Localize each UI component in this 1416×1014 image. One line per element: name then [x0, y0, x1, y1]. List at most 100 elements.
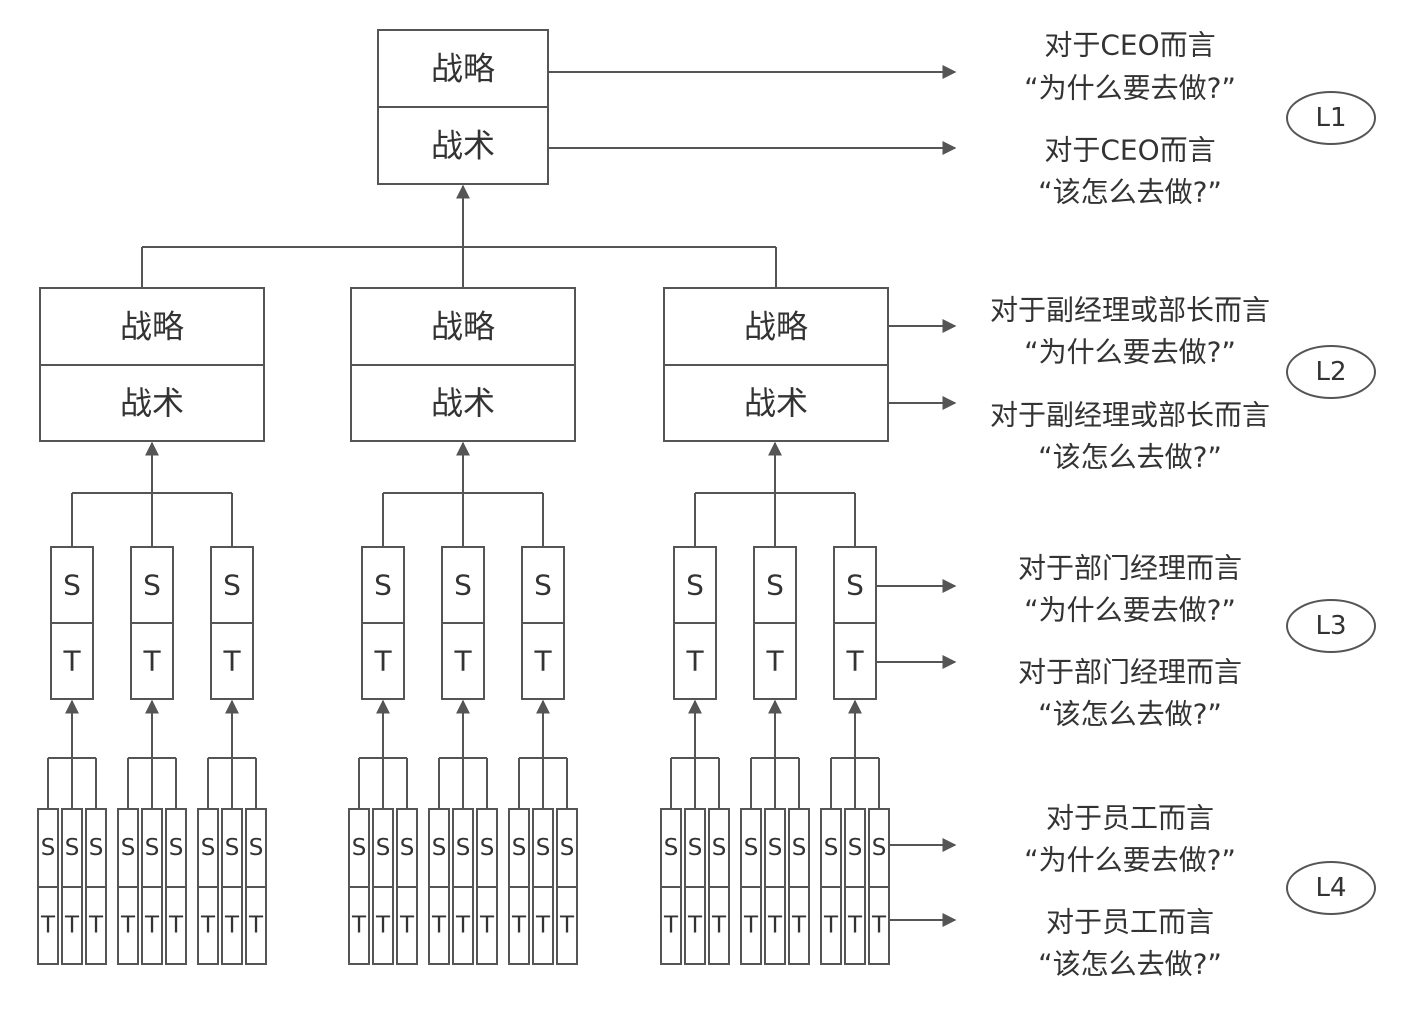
- l2-why-question: “为什么要去做?”: [1024, 336, 1236, 369]
- l4-box-9-1-strategy-label: S: [824, 835, 839, 861]
- l3-box-3-3: ST: [833, 546, 877, 700]
- l4-box-2-3: ST: [165, 808, 187, 965]
- l4-box-1-2-strategy-label: S: [65, 835, 80, 861]
- l4-box-9-1: ST: [820, 808, 842, 965]
- l4-box-6-1-tactics-label: T: [511, 913, 527, 939]
- l3-box-2-2-tactics-label: T: [453, 645, 472, 678]
- l4-box-4-2: ST: [372, 808, 394, 965]
- l4-box-2-2: ST: [141, 808, 163, 965]
- l4-box-9-3-tactics-label: T: [871, 913, 887, 939]
- l4-box-5-1-tactics-label: T: [431, 913, 447, 939]
- l3-why-question: “为什么要去做?”: [1024, 594, 1236, 627]
- l2-level-ellipse: [1286, 345, 1376, 399]
- l3-how-role: 对于部门经理而言: [1018, 656, 1242, 689]
- l4-box-6-2-tactics-label: T: [535, 913, 551, 939]
- l4-box-8-3-tactics-label: T: [791, 913, 807, 939]
- l4-box-5-1-strategy-label: S: [432, 835, 447, 861]
- l2-how-role: 对于副经理或部长而言: [990, 399, 1270, 432]
- l4-box-9-2: ST: [844, 808, 866, 965]
- l4-box-5-3: ST: [476, 808, 498, 965]
- l4-box-8-2: ST: [764, 808, 786, 965]
- l2-box-2-tactics-label: 战术: [431, 384, 495, 422]
- l4-box-9-2-strategy-label: S: [848, 835, 863, 861]
- l4-box-4-1-strategy-label: S: [352, 835, 367, 861]
- l4-box-3-3: ST: [245, 808, 267, 965]
- l1-box-strategy-label: 战略: [431, 50, 495, 88]
- l4-box-5-3-strategy-label: S: [480, 835, 495, 861]
- l3-box-1-1-tactics-label: T: [62, 645, 81, 678]
- l4-box-1-1-tactics-label: T: [40, 913, 56, 939]
- l4-box-8-1: ST: [740, 808, 762, 965]
- l4-level-ellipse: [1286, 861, 1376, 915]
- l3-box-1-3-tactics-label: T: [222, 645, 241, 678]
- l4-box-7-3-strategy-label: S: [712, 835, 727, 861]
- l4-box-6-1-strategy-label: S: [512, 835, 527, 861]
- l4-box-4-3-strategy-label: S: [400, 835, 415, 861]
- l4-box-9-2-tactics-label: T: [847, 913, 863, 939]
- l3-box-2-3: ST: [521, 546, 565, 700]
- l4-box-3-2: ST: [221, 808, 243, 965]
- l4-box-7-2-strategy-label: S: [688, 835, 703, 861]
- l1-box-tactics-label: 战术: [431, 127, 495, 165]
- l3-box-1-2-tactics-label: T: [142, 645, 161, 678]
- l3-box-1-2: ST: [130, 546, 174, 700]
- l3-box-3-3-tactics-label: T: [845, 645, 864, 678]
- l4-how-question: “该怎么去做?”: [1038, 948, 1222, 981]
- l3-box-3-2-tactics-label: T: [765, 645, 784, 678]
- l3-box-1-3-strategy-label: S: [223, 569, 241, 602]
- l4-box-9-3: ST: [868, 808, 890, 965]
- l3-level-badge: L3: [1286, 599, 1376, 653]
- l3-level-label: L3: [1315, 611, 1346, 641]
- l4-box-7-2: ST: [684, 808, 706, 965]
- l4-why-question: “为什么要去做?”: [1024, 844, 1236, 877]
- l2-box-2-strategy-label: 战略: [431, 308, 495, 346]
- l4-box-3-1-strategy-label: S: [201, 835, 216, 861]
- l4-box-6-1: ST: [508, 808, 530, 965]
- l4-why-role: 对于员工而言: [1046, 802, 1214, 835]
- l4-box-8-2-strategy-label: S: [768, 835, 783, 861]
- l4-box-8-3: ST: [788, 808, 810, 965]
- l3-box-3-3-strategy-label: S: [846, 569, 864, 602]
- l4-box-3-3-tactics-label: T: [248, 913, 264, 939]
- l3-box-2-1-strategy-label: S: [374, 569, 392, 602]
- l1-level-ellipse: [1286, 91, 1376, 145]
- l4-box-8-2-tactics-label: T: [767, 913, 783, 939]
- l4-box-3-2-strategy-label: S: [225, 835, 240, 861]
- l3-box-1-1-strategy-label: S: [63, 569, 81, 602]
- l2-level-label: L2: [1315, 357, 1346, 387]
- l4-box-6-3: ST: [556, 808, 578, 965]
- l3-box-2-2-strategy-label: S: [454, 569, 472, 602]
- l4-box-8-3-strategy-label: S: [792, 835, 807, 861]
- l4-how-role: 对于员工而言: [1046, 906, 1214, 939]
- l2-level-badge: L2: [1286, 345, 1376, 399]
- l4-box-6-3-strategy-label: S: [560, 835, 575, 861]
- l4-level-label: L4: [1315, 873, 1346, 903]
- l4-box-5-2-strategy-label: S: [456, 835, 471, 861]
- l1-why-question: “为什么要去做?”: [1024, 72, 1236, 105]
- l4-box-4-1: ST: [348, 808, 370, 965]
- l3-how-question: “该怎么去做?”: [1038, 698, 1222, 731]
- l4-box-3-2-tactics-label: T: [224, 913, 240, 939]
- l4-box-2-1-strategy-label: S: [121, 835, 136, 861]
- l2-box-1-strategy-label: 战略: [120, 308, 184, 346]
- l4-box-1-3-tactics-label: T: [88, 913, 104, 939]
- l3-box-3-1-tactics-label: T: [685, 645, 704, 678]
- l4-box-6-2: ST: [532, 808, 554, 965]
- l4-box-3-1: ST: [197, 808, 219, 965]
- l3-why-role: 对于部门经理而言: [1018, 552, 1242, 585]
- l3-box-2-3-strategy-label: S: [534, 569, 552, 602]
- l4-box-1-1: ST: [37, 808, 59, 965]
- l4-box-5-2: ST: [452, 808, 474, 965]
- l4-box-5-1: ST: [428, 808, 450, 965]
- l4-box-7-3-tactics-label: T: [711, 913, 727, 939]
- l4-box-7-3: ST: [708, 808, 730, 965]
- l4-box-1-3-strategy-label: S: [89, 835, 104, 861]
- l4-box-4-3: ST: [396, 808, 418, 965]
- l4-box-7-1-strategy-label: S: [664, 835, 679, 861]
- l3-box-2-2: ST: [441, 546, 485, 700]
